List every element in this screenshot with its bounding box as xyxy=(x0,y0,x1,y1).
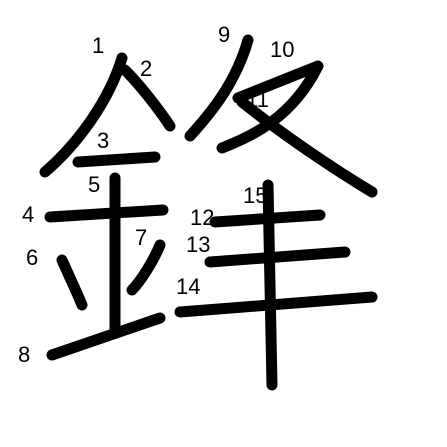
stroke-number-3: 3 xyxy=(97,128,109,153)
stroke-15 xyxy=(262,179,278,391)
stroke-number-4: 4 xyxy=(22,202,34,227)
stroke-number-10: 10 xyxy=(270,37,294,62)
stroke-number-6: 6 xyxy=(26,245,38,270)
stroke-number-2: 2 xyxy=(140,56,152,81)
stroke-3 xyxy=(72,151,161,168)
stroke-number-1: 1 xyxy=(92,33,104,58)
stroke-number-13: 13 xyxy=(186,232,210,257)
stroke-4 xyxy=(44,204,169,223)
stroke-9 xyxy=(184,34,254,142)
stroke-number-5: 5 xyxy=(88,172,100,197)
stroke-number-12: 12 xyxy=(190,205,214,230)
stroke-number-7: 7 xyxy=(135,225,147,250)
stroke-8 xyxy=(46,312,166,361)
stroke-7 xyxy=(126,239,166,296)
stroke-11 xyxy=(236,96,378,198)
stroke-number-9: 9 xyxy=(218,22,230,47)
stroke-6 xyxy=(56,254,88,311)
stroke-number-8: 8 xyxy=(18,342,30,367)
stroke-10 xyxy=(216,60,324,154)
stroke-number-14: 14 xyxy=(176,274,200,299)
stroke-number-15: 15 xyxy=(243,183,267,208)
stroke-13 xyxy=(204,246,351,268)
stroke-number-11: 11 xyxy=(246,87,269,112)
stroke-2 xyxy=(119,64,176,132)
stroke-1 xyxy=(39,52,128,178)
stroke-14 xyxy=(174,291,378,318)
